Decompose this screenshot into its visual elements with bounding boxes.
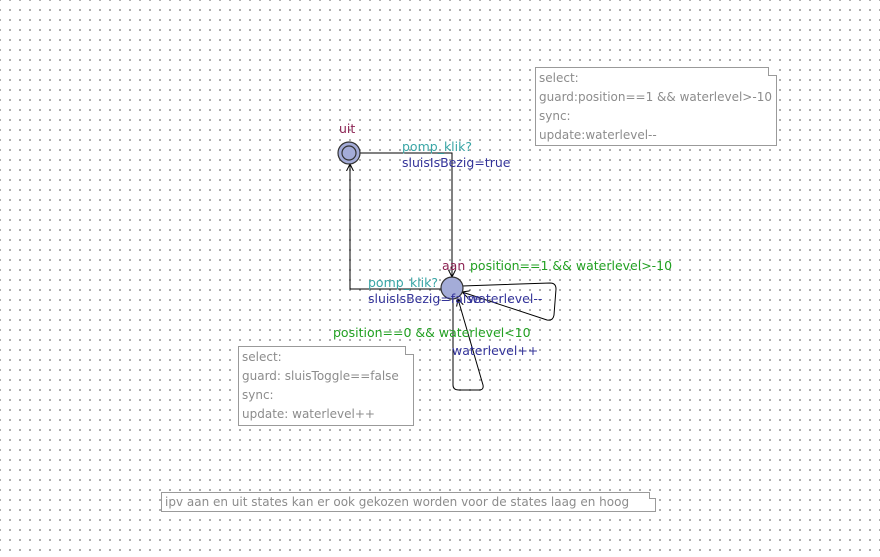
note-bottom-update: update: waterlevel++: [242, 407, 375, 421]
note-bottom-guard: guard: sluisToggle==false: [242, 369, 399, 383]
note-top-select: select:: [539, 71, 579, 85]
edge-aan-self-down-update: waterlevel++: [452, 343, 539, 358]
note-fold-icon: [405, 346, 414, 355]
state-uit[interactable]: [337, 141, 361, 165]
note-top-sync: sync:: [539, 109, 571, 123]
edge-uit-to-aan-sync: pomp_klik?: [402, 139, 473, 154]
edge-aan-self-loop-down[interactable]: [452, 299, 484, 391]
edge-aan-self-right-update: waterlevel--: [468, 291, 543, 306]
edge-aan-self-right-guard: position==1 && waterlevel>-10: [470, 258, 673, 273]
edge-aan-to-uit[interactable]: [350, 164, 442, 290]
edge-aan-to-uit-update: sluisIsBezig=false: [368, 291, 481, 306]
note-bottom-sync: sync:: [242, 388, 274, 402]
comment-note: ipv aan en uit states kan er ook gekozen…: [161, 492, 656, 512]
note-fold-icon: [768, 67, 777, 76]
note-bottom: select: guard: sluisToggle==false sync: …: [238, 346, 414, 426]
state-label-aan: aan: [442, 258, 466, 273]
state-aan[interactable]: [440, 276, 464, 300]
note-bottom-select: select:: [242, 350, 282, 364]
note-top-guard: guard:position==1 && waterlevel>-10: [539, 90, 772, 104]
comment-text: ipv aan en uit states kan er ook gekozen…: [165, 495, 630, 509]
note-fold-icon: [649, 492, 656, 499]
edge-uit-to-aan-update: sluisIsBezig=true: [402, 155, 511, 170]
note-top: select: guard:position==1 && waterlevel>…: [535, 67, 777, 146]
state-label-uit: uit: [339, 121, 356, 136]
edge-aan-self-loop-right[interactable]: [462, 282, 557, 321]
edge-aan-to-uit-sync: pomp_klik?: [368, 275, 439, 290]
note-top-update: update:waterlevel--: [539, 128, 657, 142]
edge-aan-self-down-guard: position==0 && waterlevel<10: [333, 325, 531, 340]
edge-uit-to-aan[interactable]: [360, 152, 452, 277]
